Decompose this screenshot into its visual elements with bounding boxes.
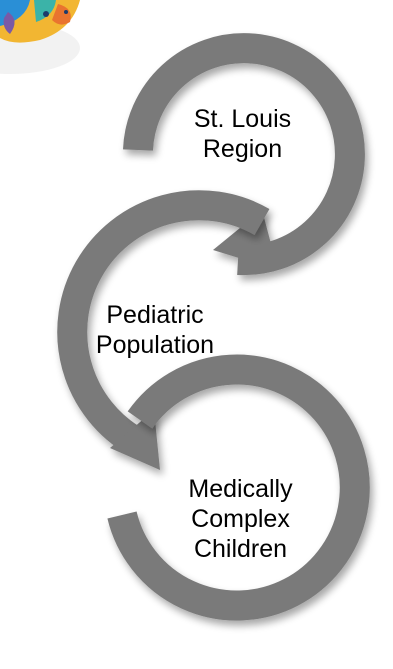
- stage-label-pediatric-population: Pediatric Population: [95, 301, 215, 359]
- cycle-arrow-arc: [57, 190, 270, 456]
- cycle-arrow-arc: [107, 354, 370, 621]
- stage-label-medically-complex-children: Medically Complex Children: [188, 475, 293, 563]
- cycle-arrow-ring-1: [123, 33, 365, 276]
- stage-label-st-louis-region: St. Louis Region: [193, 105, 292, 163]
- cycle-arrow-arc: [123, 33, 365, 276]
- corner-illustration-icon: [0, 0, 80, 74]
- cycle-arrow-ring-3: [107, 354, 370, 621]
- cycle-arrow-head: [213, 210, 278, 270]
